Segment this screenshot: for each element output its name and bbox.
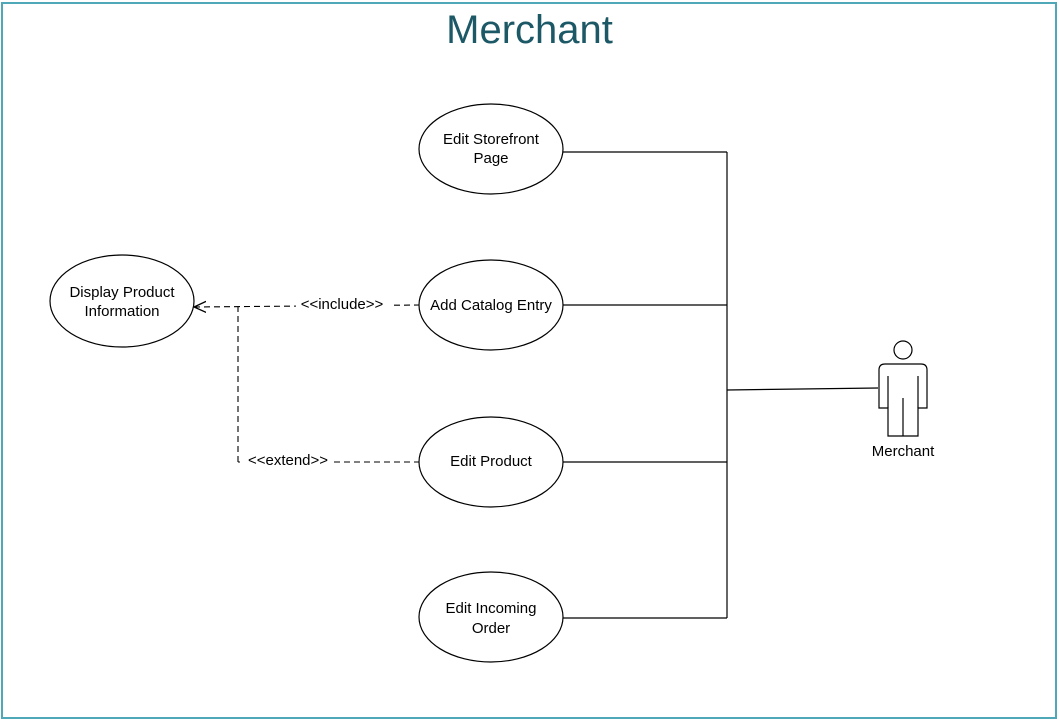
include-label: <<include>>: [301, 296, 384, 313]
diagram-title: Merchant: [446, 8, 613, 52]
extend-label: <<extend>>: [248, 452, 328, 469]
use-case-label: Edit Storefront: [443, 131, 540, 148]
use-case-display-product-information[interactable]: Display Product Information: [49, 254, 195, 348]
include-relationship: <<include>>: [194, 294, 421, 314]
use-case-label: Order: [472, 620, 510, 637]
use-case-edit-storefront-page[interactable]: Edit Storefront Page: [418, 103, 564, 195]
use-case-label: Add Catalog Entry: [430, 297, 552, 314]
extend-label-bg: [243, 450, 333, 470]
association-actor-link: [726, 387, 879, 391]
use-case-label: Display Product: [69, 284, 175, 301]
use-case-edit-incoming-order[interactable]: Edit Incoming Order: [418, 571, 564, 663]
use-case-label: Edit Product: [450, 453, 533, 470]
extend-relationship: [237, 307, 420, 463]
use-case-edit-product[interactable]: Edit Product: [418, 416, 564, 508]
include-label-bg: [296, 294, 390, 314]
actor-label: Merchant: [872, 443, 935, 460]
actor-head-icon: [893, 340, 913, 360]
use-case-add-catalog-entry[interactable]: Add Catalog Entry: [418, 259, 564, 351]
use-case-label: Edit Incoming: [446, 600, 537, 617]
use-case-label: Information: [84, 303, 159, 320]
association-lines: [563, 151, 879, 619]
use-case-label: Page: [473, 150, 508, 167]
actor-merchant[interactable]: [878, 340, 928, 437]
